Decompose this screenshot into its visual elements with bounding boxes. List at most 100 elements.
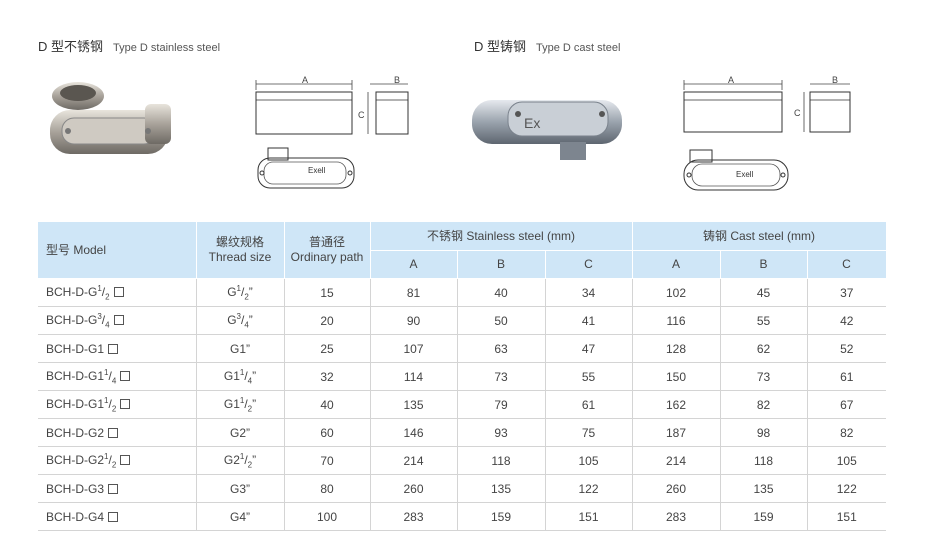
fraction-denominator: 2 [111, 460, 117, 470]
checkbox-square-icon [108, 483, 119, 494]
cell-thread: G1/2” [196, 278, 285, 307]
model-prefix: BCH-D-G4 [46, 509, 105, 524]
cell-cast-b: 45 [720, 278, 808, 307]
cell-cast-a: 283 [632, 502, 721, 531]
stainless-dim-b: B [394, 76, 400, 85]
cast-title-en: Type D cast steel [536, 42, 621, 54]
header-sub: A [632, 250, 721, 279]
cell-cast-c: 52 [807, 334, 887, 363]
cell-cast-c: 82 [807, 418, 887, 447]
checkbox-square-icon [120, 398, 131, 409]
cell-path: 25 [284, 334, 371, 363]
cell-stainless-c: 75 [545, 418, 633, 447]
cell-model: BCH-D-G11/2 [38, 390, 197, 419]
cell-stainless-c: 47 [545, 334, 633, 363]
cast-title-cn: D 型铸钢 [474, 39, 527, 54]
header-stainless: 不锈钢 Stainless steel (mm) [370, 222, 633, 251]
header-path-cn: 普通径 [308, 235, 345, 249]
checkbox-square-icon [120, 370, 131, 381]
cell-stainless-b: 118 [457, 446, 546, 475]
cell-thread: G2” [196, 418, 285, 447]
checkbox-square-icon [108, 343, 119, 354]
cell-model: BCH-D-G1/2 [38, 278, 197, 307]
fraction-denominator: 4 [247, 376, 253, 386]
checkbox-square-icon [113, 286, 124, 297]
cell-model: BCH-D-G3/4 [38, 306, 197, 335]
fraction-numerator: 1 [104, 367, 109, 377]
cell-cast-c: 42 [807, 306, 887, 335]
cell-stainless-c: 41 [545, 306, 633, 335]
cell-cast-b: 159 [720, 502, 808, 531]
cell-path: 100 [284, 502, 371, 531]
fraction-numerator: 1 [104, 451, 109, 461]
fraction-numerator: 3 [236, 311, 241, 321]
cell-stainless-b: 159 [457, 502, 546, 531]
cell-cast-c: 122 [807, 474, 887, 503]
header-thread-cn: 螺纹规格 [215, 235, 264, 249]
model-prefix: BCH-D-G1 [46, 341, 105, 356]
cell-cast-c: 37 [807, 278, 887, 307]
cell-thread: G11/4” [196, 362, 285, 391]
cell-thread: G21/2” [196, 446, 285, 475]
header-sub: C [807, 250, 887, 279]
cell-cast-a: 116 [632, 306, 721, 335]
fraction-denominator: 4 [111, 376, 117, 386]
cell-stainless-c: 34 [545, 278, 633, 307]
fraction-denominator: 4 [244, 320, 249, 330]
cell-cast-b: 118 [720, 446, 808, 475]
cell-stainless-b: 63 [457, 334, 546, 363]
thread-prefix: G1 [229, 341, 246, 356]
cell-path: 60 [284, 418, 371, 447]
cell-cast-a: 260 [632, 474, 721, 503]
fraction-denominator: 4 [105, 320, 110, 330]
cell-stainless-c: 151 [545, 502, 633, 531]
cell-model: BCH-D-G1 [38, 334, 197, 363]
header-sub: B [720, 250, 808, 279]
checkbox-square-icon [108, 427, 119, 438]
cell-path: 20 [284, 306, 371, 335]
cell-stainless-a: 107 [370, 334, 458, 363]
cast-dim-a: A [728, 76, 734, 85]
cell-stainless-c: 105 [545, 446, 633, 475]
cast-dim-c: C [794, 108, 801, 118]
cell-cast-c: 61 [807, 362, 887, 391]
cell-path: 70 [284, 446, 371, 475]
cell-model: BCH-D-G4 [38, 502, 197, 531]
cell-path: 80 [284, 474, 371, 503]
cell-path: 40 [284, 390, 371, 419]
cell-stainless-a: 135 [370, 390, 458, 419]
model-prefix: BCH-D-G [46, 312, 98, 327]
fraction-denominator: 2 [247, 460, 253, 470]
cell-stainless-a: 260 [370, 474, 458, 503]
cell-cast-c: 105 [807, 446, 887, 475]
cell-cast-b: 62 [720, 334, 808, 363]
fraction-numerator: 3 [97, 311, 102, 321]
stainless-dim-c: C [358, 110, 365, 120]
model-prefix: BCH-D-G1 [46, 396, 105, 411]
fraction-denominator: 2 [244, 292, 249, 302]
cell-model: BCH-D-G2 [38, 418, 197, 447]
cell-cast-a: 162 [632, 390, 721, 419]
stainless-dimension-drawing: A B C Exell [255, 76, 409, 189]
fraction-numerator: 1 [239, 395, 245, 405]
cell-stainless-a: 283 [370, 502, 458, 531]
cell-thread: G3/4” [196, 306, 285, 335]
stainless-dim-a: A [302, 76, 308, 85]
fraction-numerator: 1 [236, 283, 241, 293]
cast-fitting-photo: Ex [472, 100, 622, 160]
cell-thread: G3” [196, 474, 285, 503]
cell-cast-c: 151 [807, 502, 887, 531]
cell-stainless-a: 114 [370, 362, 458, 391]
cell-stainless-a: 146 [370, 418, 458, 447]
thread-prefix: G2 [223, 452, 240, 467]
cell-stainless-b: 40 [457, 278, 546, 307]
header-path-en: Ordinary path [290, 250, 364, 264]
